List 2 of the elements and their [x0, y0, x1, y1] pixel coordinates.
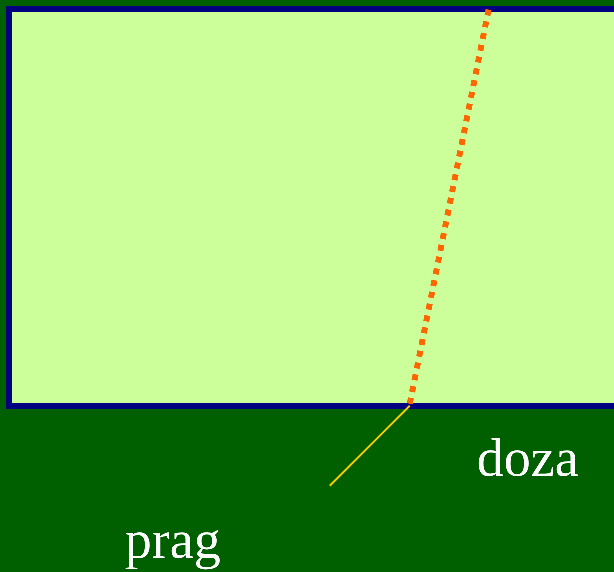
axis-label: prag: [125, 510, 221, 570]
axis-label: doza: [477, 428, 579, 488]
